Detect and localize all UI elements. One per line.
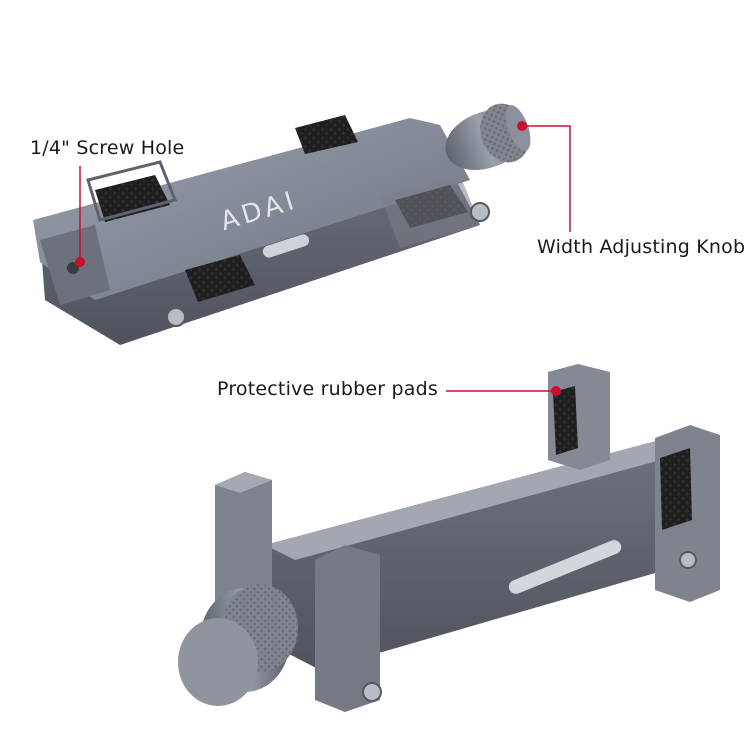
screw-hole-label: 1/4" Screw Hole xyxy=(30,137,185,159)
top-clamp: ADAI xyxy=(33,103,531,345)
width-knob-bottom xyxy=(178,584,298,706)
callout-rubber-pads xyxy=(446,386,561,396)
bottom-clamp xyxy=(178,364,720,712)
callout-width-knob xyxy=(517,121,571,232)
callout-screw-hole xyxy=(75,166,85,267)
width-knob-top xyxy=(445,103,531,170)
width-knob-label: Width Adjusting Knob xyxy=(537,236,746,258)
callout-dot-icon xyxy=(75,257,85,267)
rubber-pads-label: Protective rubber pads xyxy=(217,378,439,400)
callout-dot-icon xyxy=(517,121,527,131)
callout-dot-icon xyxy=(551,386,561,396)
